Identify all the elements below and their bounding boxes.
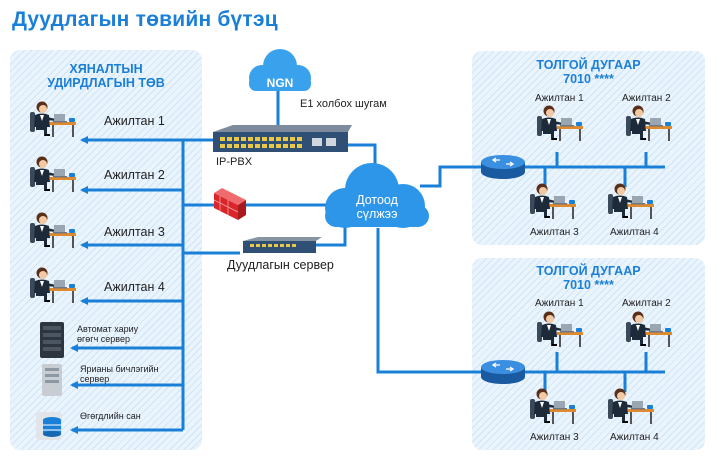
right2-employee-label-1: Ажилтан 1	[535, 298, 584, 309]
ngn-cloud	[249, 49, 311, 91]
auto-response-server-label-line1: Автомат хариу	[77, 324, 139, 334]
e1-trunk-label: E1 холбох шугам	[300, 98, 387, 110]
recording-server-label: Ярианы бичлэгийн сервер	[80, 364, 159, 384]
ip-pbx-label: IP-PBX	[216, 156, 253, 168]
ngn-label: NGN	[266, 76, 294, 90]
right1-employee-label-2: Ажилтан 2	[622, 93, 671, 104]
server-rack-icon	[40, 322, 64, 358]
lan-cloud	[325, 163, 429, 228]
recording-server-icon	[42, 364, 62, 396]
right1-employee-label-4: Ажилтан 4	[610, 227, 659, 238]
employee-figure-1	[30, 101, 76, 137]
employee-label-4: Ажилтан 4	[104, 280, 165, 294]
lan-cloud-label: Дотоод сүлжээ	[332, 193, 422, 221]
employee-figure-2	[30, 156, 76, 192]
hotline-group-title-1-line1: ТОЛГОЙ ДУГААР	[536, 58, 641, 72]
recording-server-label-line2: сервер	[80, 374, 110, 384]
control-center-title-line1: ХЯНАЛТЫН	[69, 62, 143, 76]
auto-response-server-label-line2: өгөгч сервер	[77, 334, 130, 344]
right2-employee-figure-4	[608, 388, 654, 424]
hotline-group-panel-1	[472, 51, 705, 245]
diagram-title: Дуудлагын төвийн бүтэц	[12, 8, 278, 31]
employee-label-3: Ажилтан 3	[104, 225, 165, 239]
employee-figure-3	[30, 212, 76, 248]
lan-cloud-label-line1: Дотоод	[356, 193, 398, 207]
employee-label-2: Ажилтан 2	[104, 168, 165, 182]
control-center-title: ХЯНАЛТЫН УДИРДЛАГЫН ТӨВ	[10, 62, 202, 90]
hotline-group-title-2-line2: 7010 ****	[563, 278, 614, 292]
right1-employee-label-1: Ажилтан 1	[535, 93, 584, 104]
ip-pbx-switch	[213, 125, 352, 152]
right2-employee-label-4: Ажилтан 4	[610, 432, 659, 443]
firewall-icon	[213, 188, 246, 220]
control-center-title-line2: УДИРДЛАГЫН ТӨВ	[47, 76, 165, 90]
auto-response-server-label: Автомат хариу өгөгч сервер	[77, 324, 138, 344]
hotline-group-title-2: ТОЛГОЙ ДУГААР 7010 ****	[472, 264, 705, 292]
right2-employee-label-3: Ажилтан 3	[530, 432, 579, 443]
hotline-group-panel-2	[472, 258, 705, 450]
right1-employee-figure-1	[537, 105, 583, 141]
right1-employee-figure-3	[530, 183, 576, 219]
employee-figure-4	[30, 267, 76, 303]
hotline-group-title-1-line2: 7010 ****	[563, 72, 614, 86]
router-icon-top	[481, 155, 525, 179]
connection-lines	[70, 90, 665, 434]
database-icon	[36, 412, 62, 440]
right2-employee-figure-3	[530, 388, 576, 424]
lan-cloud-label-line2: сүлжээ	[356, 207, 398, 221]
right2-employee-label-2: Ажилтан 2	[622, 298, 671, 309]
call-server-switch	[243, 237, 322, 253]
right1-employee-label-3: Ажилтан 3	[530, 227, 579, 238]
right2-employee-figure-1	[537, 311, 583, 347]
call-server-label: Дуудлагын сервер	[227, 258, 334, 272]
hotline-group-title-1: ТОЛГОЙ ДУГААР 7010 ****	[472, 58, 705, 86]
router-icon-bottom	[481, 360, 525, 384]
right2-employee-figure-2	[626, 311, 672, 347]
right1-employee-figure-2	[626, 105, 672, 141]
database-label: Өгөгдлийн сан	[80, 411, 141, 421]
hotline-group-title-2-line1: ТОЛГОЙ ДУГААР	[536, 264, 641, 278]
employee-label-1: Ажилтан 1	[104, 114, 165, 128]
right1-employee-figure-4	[608, 183, 654, 219]
recording-server-label-line1: Ярианы бичлэгийн	[80, 364, 159, 374]
